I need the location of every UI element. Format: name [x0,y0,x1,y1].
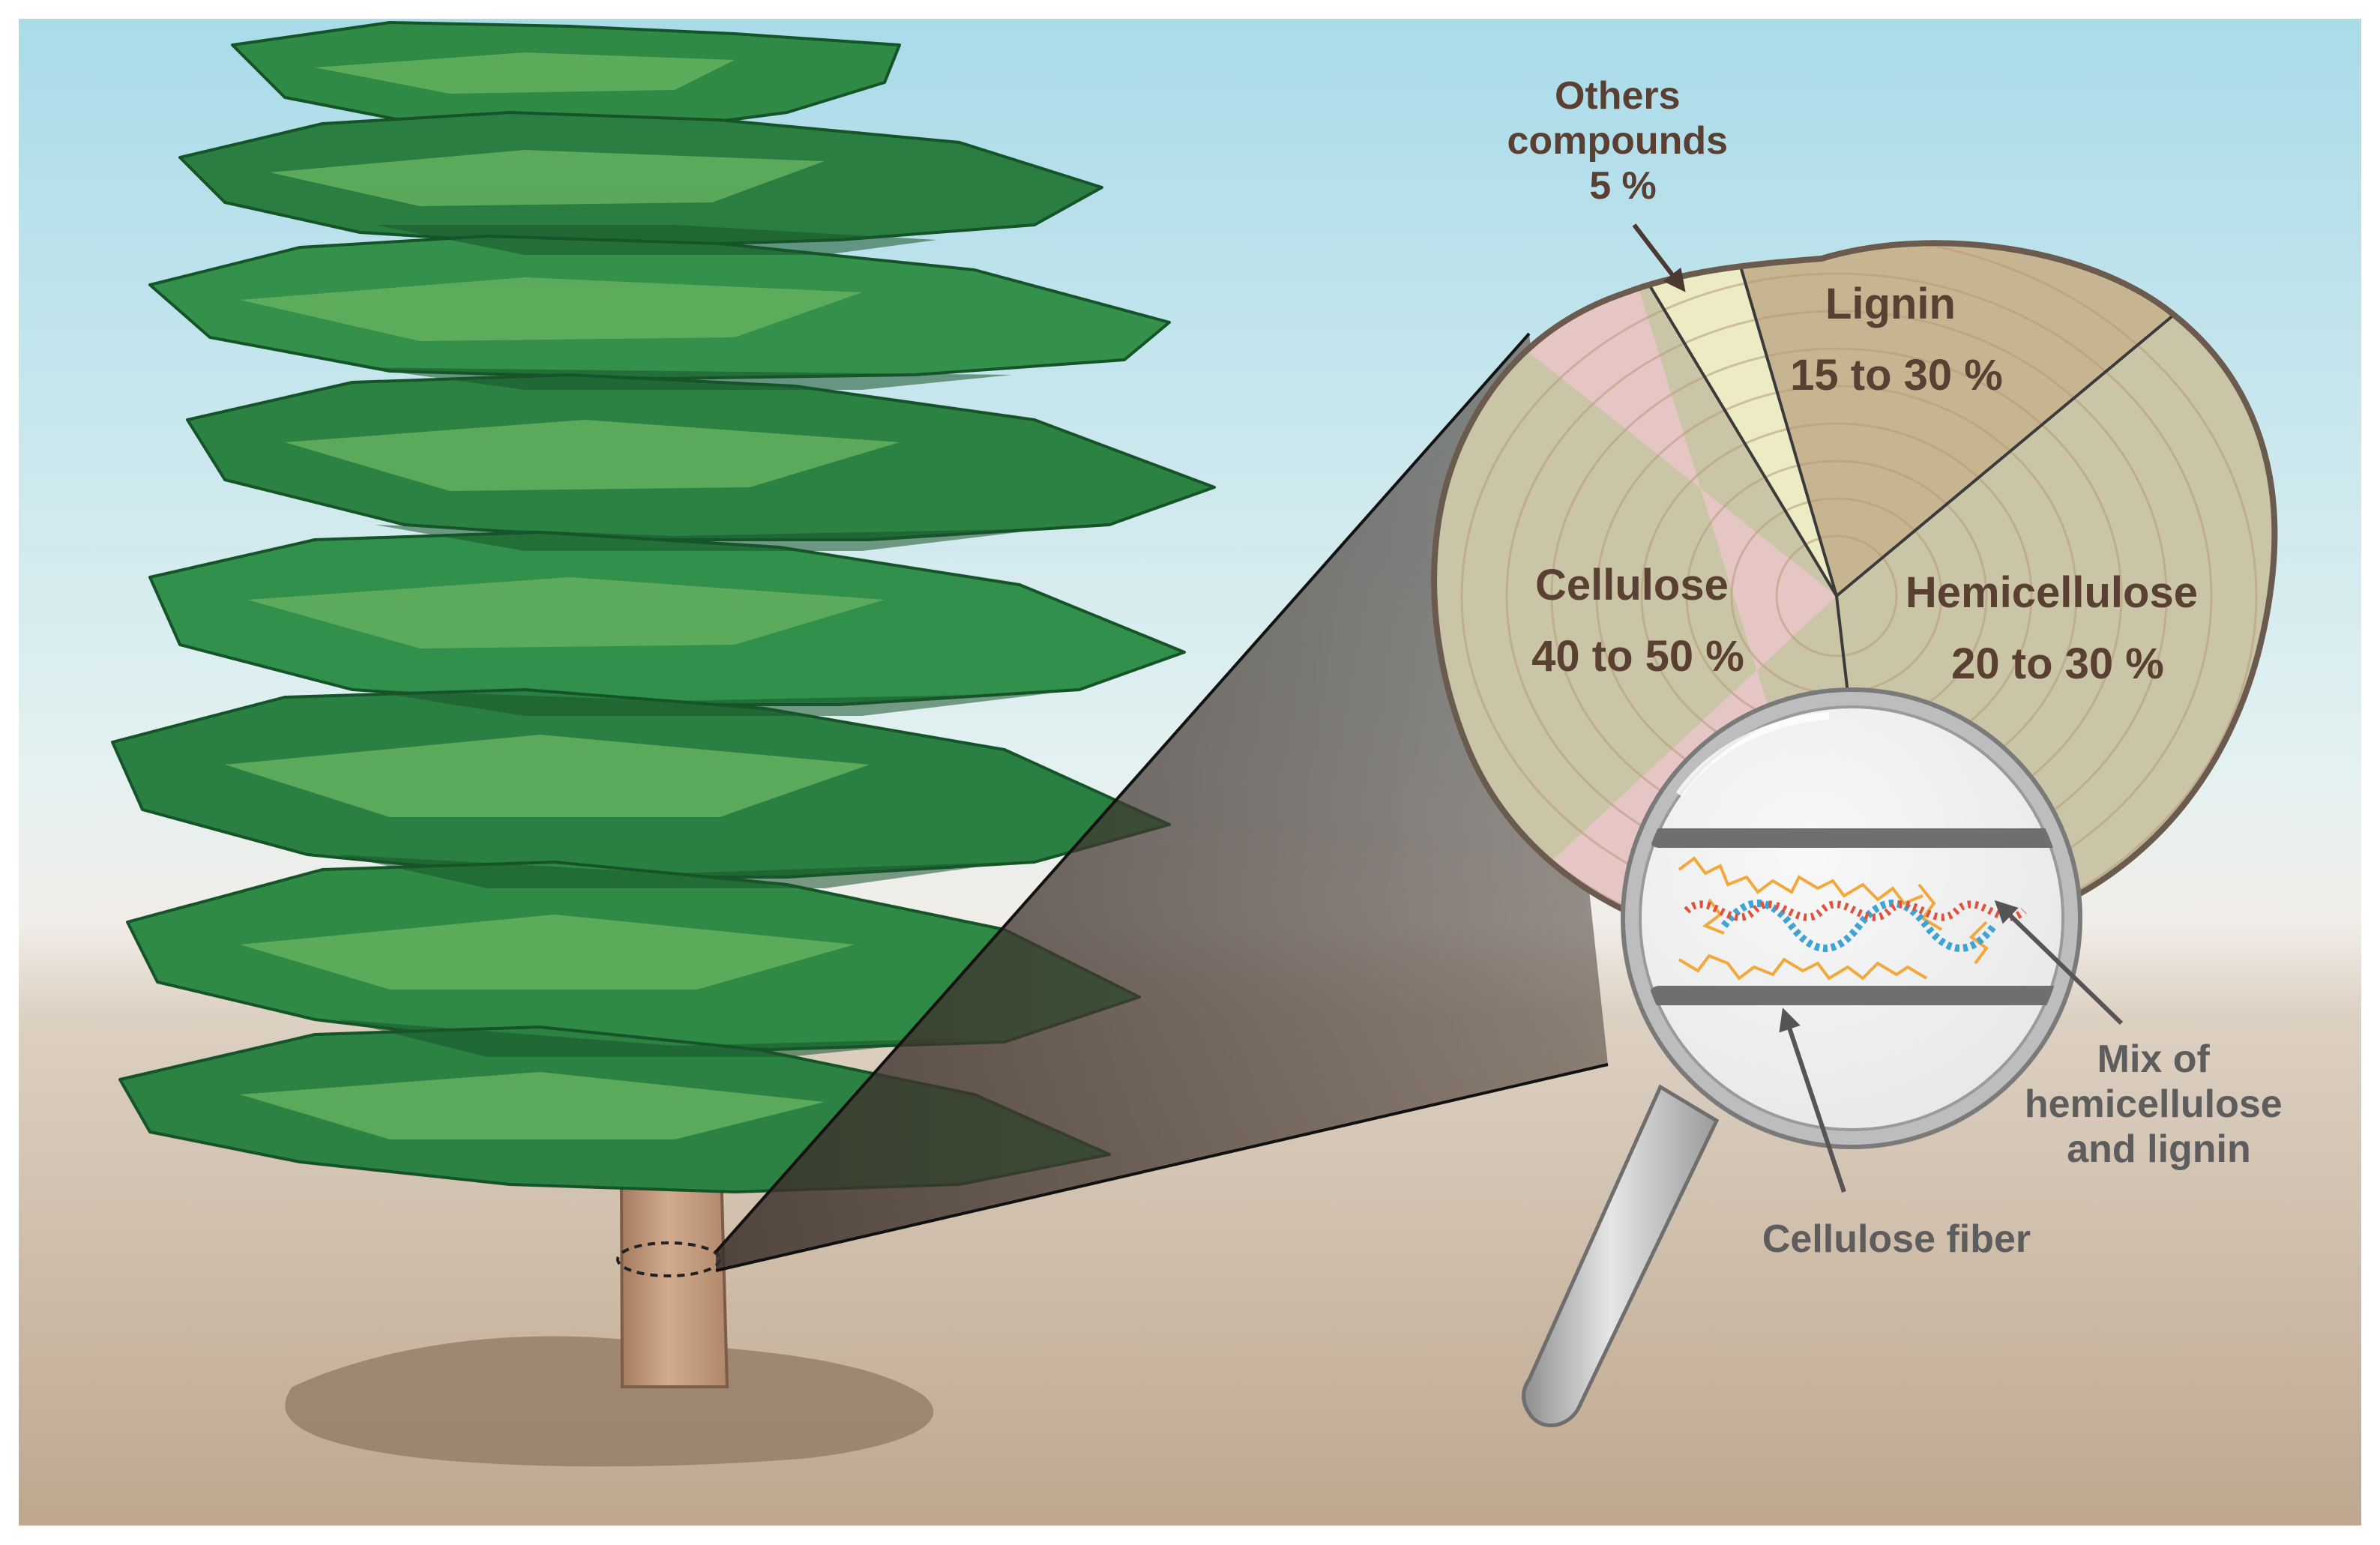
beam-edge-top [714,332,1531,1253]
zoom-projection-beam [716,334,1608,1271]
hemicellulose-helix-blue [1721,900,1997,952]
cellulose-fiber-rod-top [1649,828,2065,848]
others-label: Others compounds 5 % [1507,74,1738,208]
beam-edge-bottom [715,1063,1609,1272]
mix-label: Mix of hemicellulose and lignin [2025,1037,2293,1171]
others-arrow [1632,223,1686,292]
fiber-arrow [1779,1008,1846,1193]
lens-glare [1675,712,1830,797]
mix-arrow [1994,900,2124,1026]
cellulose-fiber-rod-bottom [1649,986,2065,1005]
foliage-highlights [225,52,900,1139]
cellulose-fiber-label: Cellulose fiber [1762,1217,2031,1261]
magnifying-glass-icon [1522,687,2082,1427]
foliage-shadows [337,225,1049,1057]
magnifier-handle [1522,1084,1720,1427]
magnifier-lens [1639,705,2064,1131]
lens-content [1649,828,2065,1005]
pine-tree [111,21,1216,1388]
lignin-label: Lignin 15 to 30 % [1790,280,2003,400]
ground-shadow [285,1336,934,1467]
cellulose-label: Cellulose 40 to 50 % [1531,561,1744,681]
hemicellulose-label: Hemicellulose 20 to 30 % [1905,568,2210,688]
